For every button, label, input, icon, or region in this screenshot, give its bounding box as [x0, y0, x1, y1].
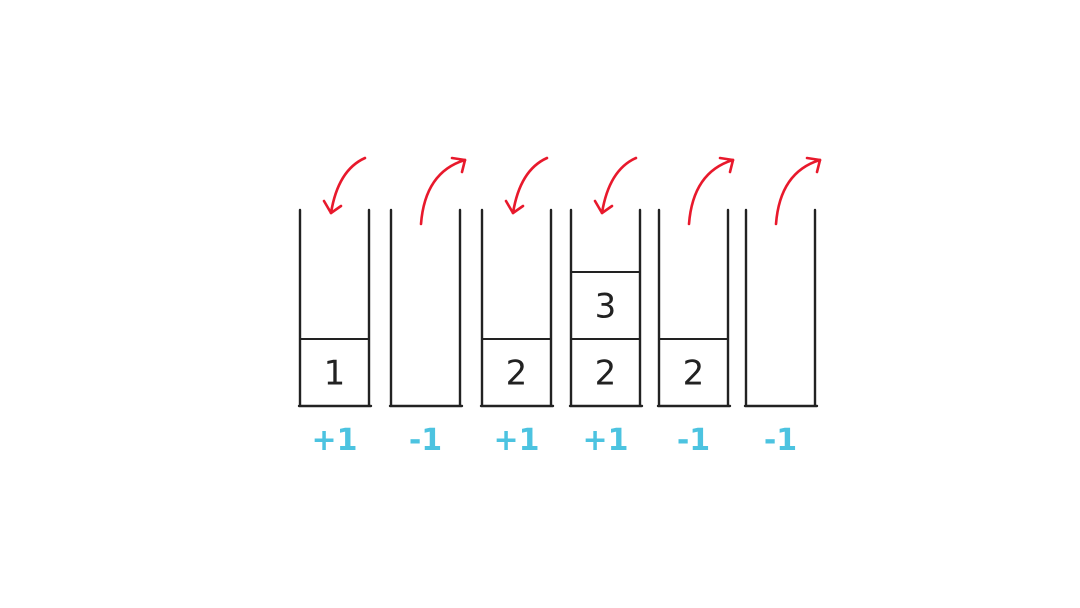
stack-3: 2 +1 — [479, 156, 555, 458]
stack-container — [479, 208, 555, 408]
stack-item-value: 1 — [324, 354, 346, 394]
stack-4: 2 3 +1 — [568, 156, 644, 458]
stack-item-value: 3 — [595, 287, 617, 327]
stack-container — [568, 208, 644, 408]
stack-container — [743, 208, 819, 408]
count-delta-label: -1 — [409, 423, 442, 458]
stack-item-value: 2 — [595, 354, 617, 394]
stack-item-value: 2 — [683, 354, 705, 394]
stack-1: 1 +1 — [297, 156, 373, 458]
stack-item-value: 2 — [506, 354, 528, 394]
stack-container — [297, 208, 373, 408]
pop-arrow-icon — [419, 156, 467, 226]
count-delta-label: +1 — [311, 423, 357, 458]
push-arrow-icon — [322, 156, 367, 215]
push-arrow-icon — [504, 156, 549, 215]
count-delta-label: +1 — [582, 423, 628, 458]
stack-6: -1 — [743, 156, 822, 458]
stack-container — [656, 208, 732, 408]
stack-container — [388, 208, 464, 408]
push-arrow-icon — [593, 156, 638, 215]
stack-5: 2 -1 — [656, 156, 735, 458]
pop-arrow-icon — [687, 156, 735, 226]
stack-2: -1 — [388, 156, 467, 458]
count-delta-label: +1 — [493, 423, 539, 458]
count-delta-label: -1 — [677, 423, 710, 458]
count-delta-label: -1 — [764, 423, 797, 458]
pop-arrow-icon — [774, 156, 822, 226]
